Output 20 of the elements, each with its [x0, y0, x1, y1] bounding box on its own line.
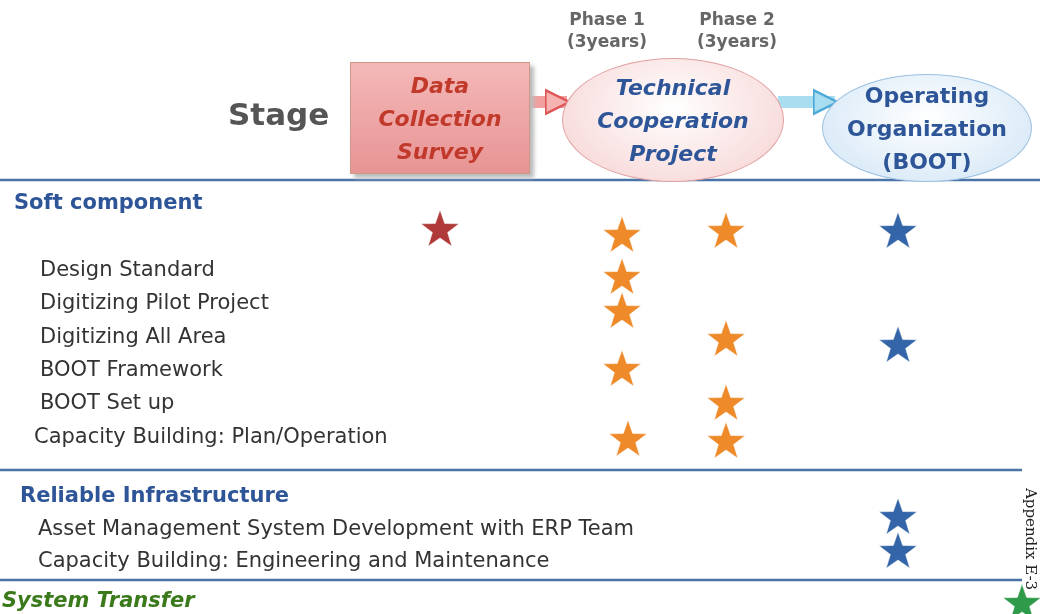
row-label: BOOT Framework	[40, 357, 223, 381]
stage-name: Operating Organization (BOOT)	[847, 81, 1007, 176]
row-label: Capacity Building: Engineering and Maintenance	[38, 548, 550, 572]
section-heading: System Transfer	[2, 588, 195, 612]
stage-name: Technical Cooperation Project	[596, 73, 750, 168]
page-number: Appendix E-3	[1022, 488, 1040, 591]
row-label: Design Standard	[40, 257, 215, 281]
row-label: Digitizing Pilot Project	[40, 290, 269, 314]
arrow	[778, 88, 839, 116]
row-label: Asset Management System Development with ERP Team	[38, 516, 635, 540]
stage-name: Data Collection Survey	[377, 71, 503, 166]
process-box	[350, 62, 530, 174]
row-label: Digitizing All Area	[40, 324, 227, 348]
section-heading: Reliable Infrastructure	[20, 483, 290, 507]
row-heading: Stage	[228, 96, 330, 132]
row-label: BOOT Set up	[40, 390, 175, 414]
column-header: Phase 1 (3years)	[566, 8, 648, 52]
section-heading: Soft component	[14, 190, 203, 214]
row-label: Capacity Building: Plan/Operation	[34, 424, 388, 448]
column-header: Phase 2 (3years)	[696, 8, 778, 52]
